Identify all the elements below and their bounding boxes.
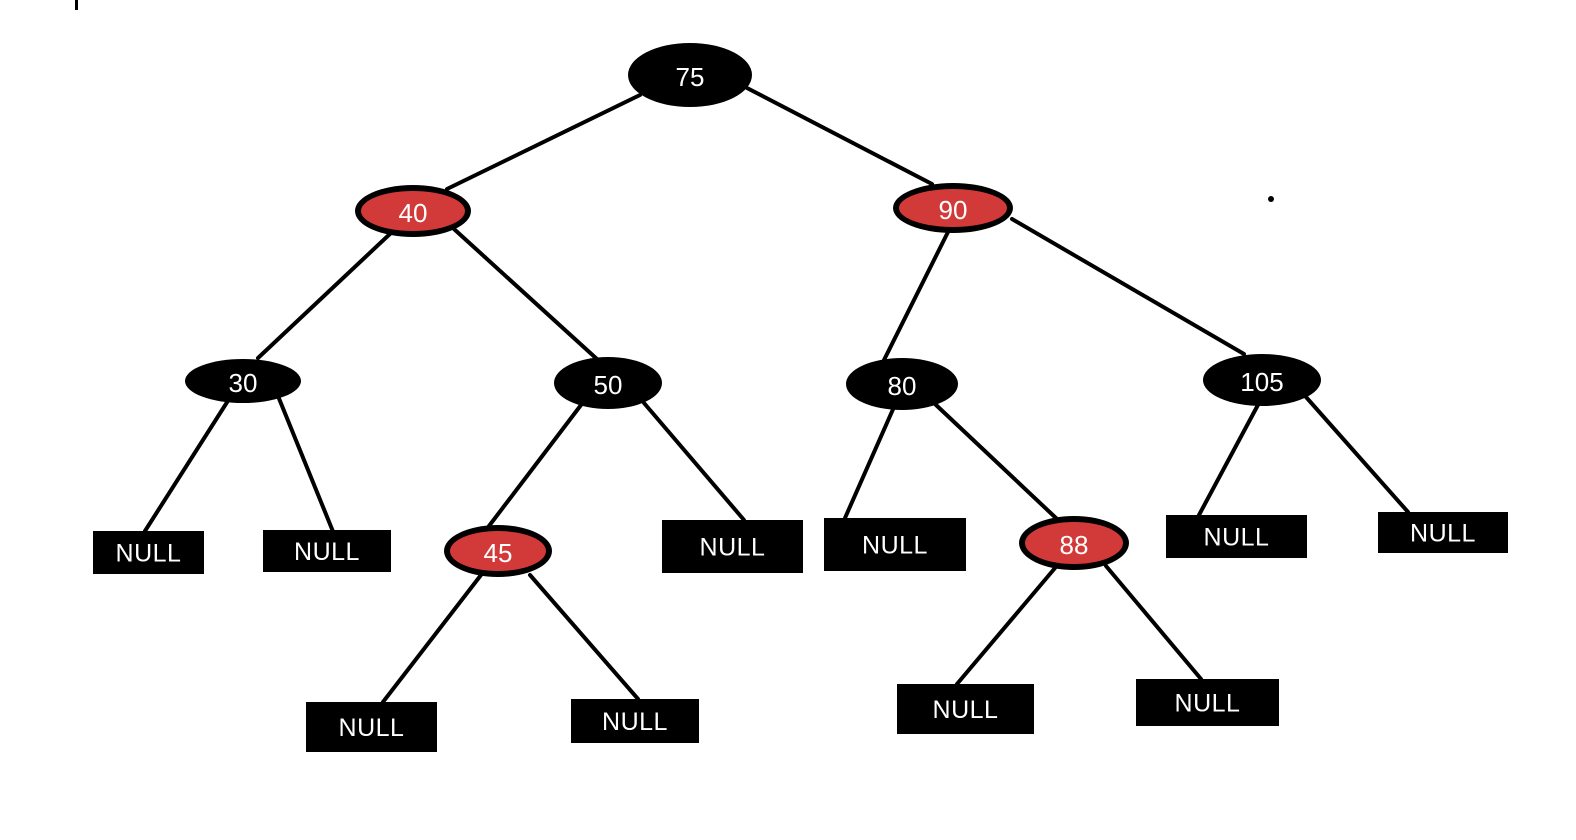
edge-n45-null45R [528, 573, 640, 701]
null-leaf: NULL [1136, 679, 1279, 726]
null-leaf-box [263, 530, 391, 572]
null-leaf-label: NULL [602, 708, 668, 736]
tree-node-88: 88 [1019, 516, 1129, 570]
node-fill-black [628, 43, 752, 107]
edge-n40-n50 [452, 227, 600, 362]
node-label: 40 [399, 198, 428, 228]
null-leaf: NULL [897, 684, 1034, 734]
node-label: 80 [888, 371, 917, 401]
null-leaf-box [1378, 512, 1508, 553]
null-leaf: NULL [1378, 512, 1508, 553]
tree-node-105: 105 [1203, 354, 1321, 406]
edge-n80-null80L [843, 405, 896, 520]
corner-mark [75, 0, 78, 10]
null-leaf: NULL [263, 530, 391, 572]
null-leaf-label: NULL [339, 714, 405, 742]
null-leaf-label: NULL [862, 532, 928, 560]
node-fill-black [554, 357, 662, 409]
node-label: 75 [676, 62, 705, 92]
edge-n105-null105R [1304, 395, 1410, 514]
node-fill-red [1025, 522, 1123, 564]
node-label: 88 [1060, 530, 1089, 560]
edge-n80-n88 [933, 402, 1059, 521]
null-leaf: NULL [306, 702, 437, 752]
null-leaf-label: NULL [116, 540, 182, 568]
node-fill-red [899, 189, 1007, 227]
tree-node-80: 80 [846, 358, 958, 410]
null-leaf: NULL [1166, 515, 1307, 558]
null-leaf-box [824, 518, 966, 571]
null-leaf-box [662, 520, 803, 573]
null-leaf-box [1136, 679, 1279, 726]
null-leaf-label: NULL [1204, 524, 1270, 552]
edge-n30-null30R [276, 394, 336, 536]
node-label: 30 [229, 368, 258, 398]
null-leaf: NULL [662, 520, 803, 573]
node-label: 50 [594, 370, 623, 400]
edge-n75-n40 [445, 93, 642, 191]
edges-layer [143, 86, 1410, 704]
tree-node-40: 40 [355, 185, 471, 237]
edge-n50-n45 [487, 403, 583, 528]
edge-n30-null30L [143, 394, 233, 533]
edge-n90-n80 [882, 230, 950, 362]
tree-node-90: 90 [893, 183, 1013, 233]
edge-n88-null88R [1104, 564, 1203, 681]
node-fill-red [450, 531, 546, 571]
null-leaf-box [306, 702, 437, 752]
edge-n45-null45L [381, 573, 483, 704]
tree-node-45: 45 [444, 525, 552, 577]
node-label: 90 [939, 195, 968, 225]
node-label: 45 [484, 538, 513, 568]
null-leaf-box [93, 531, 204, 574]
edge-n50-null50R [642, 401, 746, 522]
node-fill-black [846, 358, 958, 410]
null-leaf-label: NULL [1175, 690, 1241, 718]
null-leaf: NULL [824, 518, 966, 571]
stray-dot [1268, 196, 1274, 202]
edge-n90-n105 [1010, 217, 1246, 356]
edge-n88-null88L [955, 566, 1057, 686]
null-leaf: NULL [571, 699, 699, 743]
null-leaf-label: NULL [933, 696, 999, 724]
null-leaf-label: NULL [1410, 520, 1476, 548]
node-fill-black [1203, 354, 1321, 406]
edge-n40-n30 [256, 230, 394, 360]
tree-node-30: 30 [185, 359, 301, 403]
null-leaf-label: NULL [700, 534, 766, 562]
null-leaf-label: NULL [294, 538, 360, 566]
node-fill-red [361, 191, 465, 231]
null-leaf-box [897, 684, 1034, 734]
edge-n75-n90 [745, 86, 934, 186]
node-label: 105 [1240, 367, 1283, 397]
edge-n105-null105L [1197, 401, 1261, 517]
node-fill-black [185, 359, 301, 403]
null-leaf-box [571, 699, 699, 743]
null-leaf-box [1166, 515, 1307, 558]
tree-node-75: 75 [628, 43, 752, 107]
null-leaf: NULL [93, 531, 204, 574]
tree-node-50: 50 [554, 357, 662, 409]
